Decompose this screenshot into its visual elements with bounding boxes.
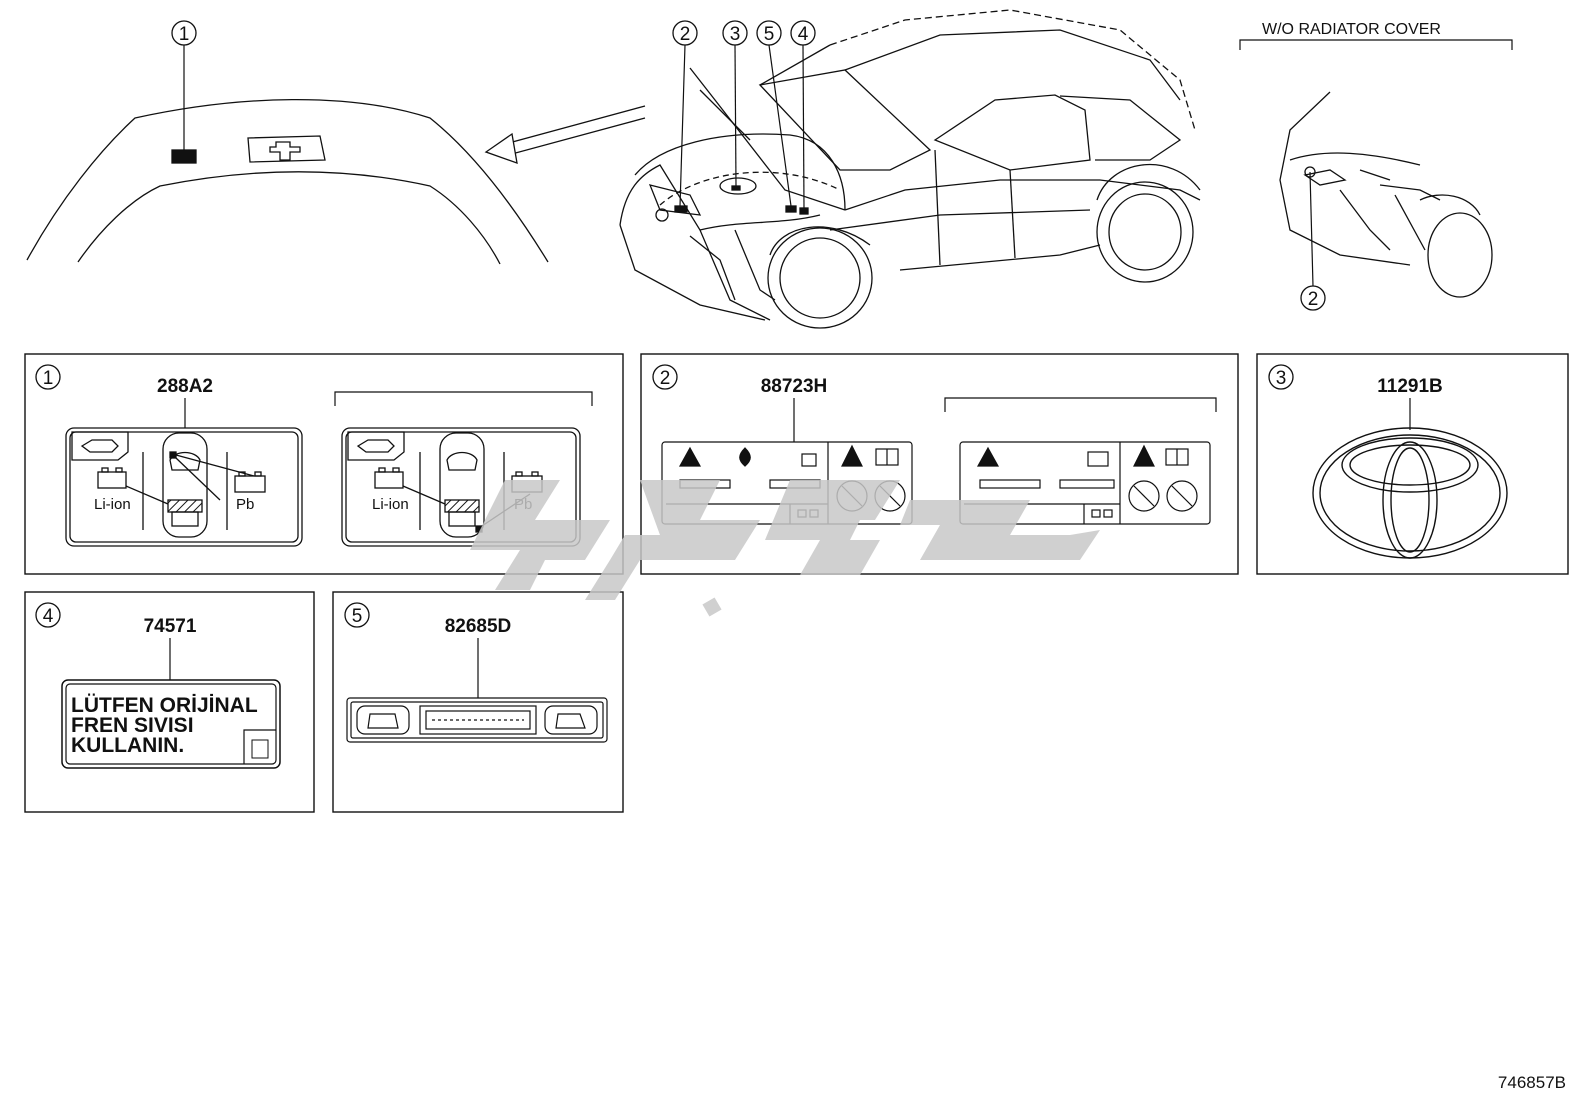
svg-text:3: 3: [1276, 368, 1287, 389]
svg-text:4: 4: [798, 24, 809, 45]
car-callouts: 2 3 5 4: [672, 20, 816, 209]
part-number-288a2: 288A2: [157, 376, 213, 397]
part-number-74571: 74571: [144, 616, 197, 637]
svg-text:4: 4: [43, 606, 54, 627]
panel-1: 1 288A2 Li-ion Pb: [24, 353, 624, 575]
svg-text:W/O RADIATOR COVER: W/O RADIATOR COVER: [1262, 21, 1441, 38]
svg-text:2: 2: [1308, 289, 1319, 310]
toyota-emblem-icon: [1312, 427, 1508, 559]
svg-text:3: 3: [730, 24, 741, 45]
panel-5: 5 82685D: [332, 591, 624, 813]
view-arrow: [484, 105, 646, 164]
warning-label-b: [959, 441, 1211, 525]
svg-text:Li-ion: Li-ion: [94, 496, 131, 513]
svg-text:Li-ion: Li-ion: [372, 496, 409, 513]
diagram-id: 746857B: [1498, 1073, 1566, 1092]
wo-radiator-cover-view: W/O RADIATOR COVER 2: [1239, 21, 1513, 311]
label-text-line2: FREN SIVISI: [71, 714, 194, 737]
part-number-88723h: 88723H: [761, 376, 828, 397]
svg-text:5: 5: [764, 24, 775, 45]
panel-3: 3 11291B: [1256, 353, 1569, 575]
svg-text:2: 2: [660, 368, 671, 389]
hood-view: [26, 98, 549, 265]
battery-label-a: [65, 427, 303, 547]
panel-4: 4 74571 LÜTFEN ORİJİNAL FREN SIVISI KULL…: [24, 591, 315, 813]
watermark-logo: [470, 480, 1100, 617]
callout-1-top: 1: [171, 20, 197, 150]
svg-text:1: 1: [43, 368, 54, 389]
fuse-label: [346, 697, 608, 743]
part-number-11291b: 11291B: [1377, 376, 1443, 397]
svg-text:5: 5: [352, 606, 363, 627]
svg-text:2: 2: [680, 24, 691, 45]
svg-text:1: 1: [179, 24, 190, 45]
part-number-82685d: 82685D: [445, 616, 512, 637]
svg-text:Pb: Pb: [236, 496, 254, 513]
label-text-line1: LÜTFEN ORİJİNAL: [71, 694, 258, 717]
car-illustration: [619, 9, 1201, 329]
label-text-line3: KULLANIN.: [71, 734, 184, 757]
